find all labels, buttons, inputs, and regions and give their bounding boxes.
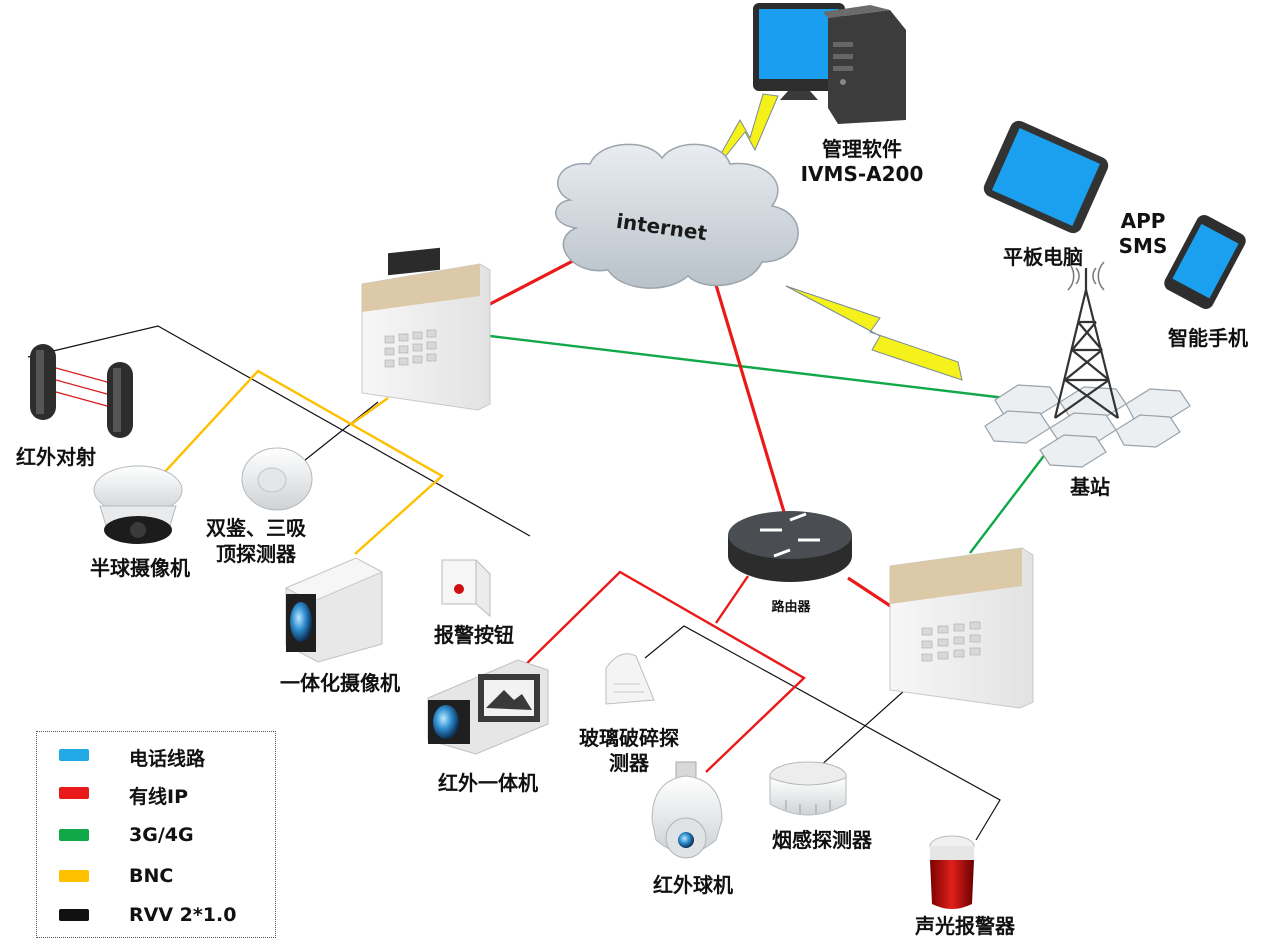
ir-speed-dome-label: 红外球机 — [653, 873, 733, 897]
alarm-panel-2-icon — [889, 547, 1034, 709]
rvv-line-panel-alarm-button — [27, 325, 531, 537]
router-label: 路由器 — [771, 600, 811, 615]
legend-item: BNC — [37, 865, 277, 887]
legend: 电话线路 有线IP 3G/4G BNC RVV 2*1.0 — [36, 731, 276, 938]
bnc-line-dome-box — [149, 369, 445, 555]
box-camera-label: 一体化摄像机 — [280, 671, 400, 695]
ir-beam-label: 红外对射 — [16, 445, 96, 469]
alarm-button-label: 报警按钮 — [434, 623, 514, 647]
smartphone-icon — [1164, 215, 1246, 309]
rvv-line-panel-smoke — [817, 689, 906, 769]
smartphone-label: 智能手机 — [1168, 326, 1248, 350]
connections — [27, 250, 1047, 841]
legend-item: 3G/4G — [37, 824, 277, 846]
alarm-button-icon — [441, 559, 491, 618]
dual-tech-label-2: 顶探测器 — [216, 542, 296, 566]
legend-swatch-3g4g — [59, 829, 89, 841]
computer-icon — [753, 3, 906, 124]
glass-break-detector-icon — [605, 653, 655, 705]
wireless-bolt-base — [785, 285, 963, 381]
g4-line-base-panel2 — [969, 452, 1047, 554]
legend-swatch-bnc — [59, 870, 89, 882]
g4-line-panel-base — [489, 334, 1006, 400]
legend-label-bnc: BNC — [129, 865, 174, 887]
cloud-icon — [555, 143, 799, 289]
alarm-panel-icon — [361, 247, 491, 411]
legend-swatch-phone — [59, 749, 89, 761]
app-label: APP — [1120, 209, 1166, 233]
smoke-detector-label: 烟感探测器 — [772, 828, 872, 852]
legend-item: 有线IP — [37, 782, 277, 808]
dual-tech-label-1: 双鉴、三吸 — [206, 516, 306, 540]
bnc-line-panel — [349, 397, 389, 426]
ir-box-camera-icon — [427, 659, 549, 755]
ir-speed-dome-icon — [651, 761, 723, 859]
glass-break-label-1: 玻璃破碎探 — [579, 726, 679, 750]
strobe-siren-label: 声光报警器 — [915, 914, 1015, 938]
glass-break-label-2: 测器 — [609, 751, 649, 775]
ip-line-router-branch — [715, 575, 749, 624]
legend-label-3g4g: 3G/4G — [129, 824, 194, 846]
router-icon — [728, 511, 852, 582]
legend-swatch-rvv — [59, 909, 89, 921]
legend-item: 电话线路 — [37, 744, 277, 770]
base-station-label: 基站 — [1070, 475, 1110, 499]
wireless-bolt-pc — [704, 93, 779, 183]
tablet-label: 平板电脑 — [1003, 245, 1083, 269]
sms-label: SMS — [1118, 234, 1168, 258]
box-camera-icon — [284, 557, 384, 663]
management-software-label-1: 管理软件 — [822, 137, 902, 161]
legend-label-ip: 有线IP — [129, 786, 188, 808]
dome-camera-icon — [93, 465, 183, 544]
legend-swatch-ip — [59, 787, 89, 799]
ip-line-router-irbox — [513, 570, 806, 773]
strobe-siren-icon — [929, 835, 975, 909]
legend-item: RVV 2*1.0 — [37, 904, 277, 926]
ip-line-router-panel2 — [847, 576, 893, 609]
ip-line-cloud-router — [714, 284, 786, 513]
ir-beam-icon — [30, 344, 133, 438]
dome-camera-label: 半球摄像机 — [90, 556, 190, 580]
rvv-line-router-glass-siren — [644, 625, 1001, 841]
dual-tech-detector-icon — [241, 447, 313, 511]
legend-label-rvv: RVV 2*1.0 — [129, 904, 237, 926]
base-station-icon — [984, 261, 1191, 468]
legend-label-phone: 电话线路 — [129, 748, 206, 770]
management-software-label-2: IVMS-A200 — [800, 162, 924, 186]
ir-box-camera-label: 红外一体机 — [438, 771, 538, 795]
smoke-detector-icon — [769, 761, 847, 816]
tablet-icon — [983, 120, 1109, 234]
